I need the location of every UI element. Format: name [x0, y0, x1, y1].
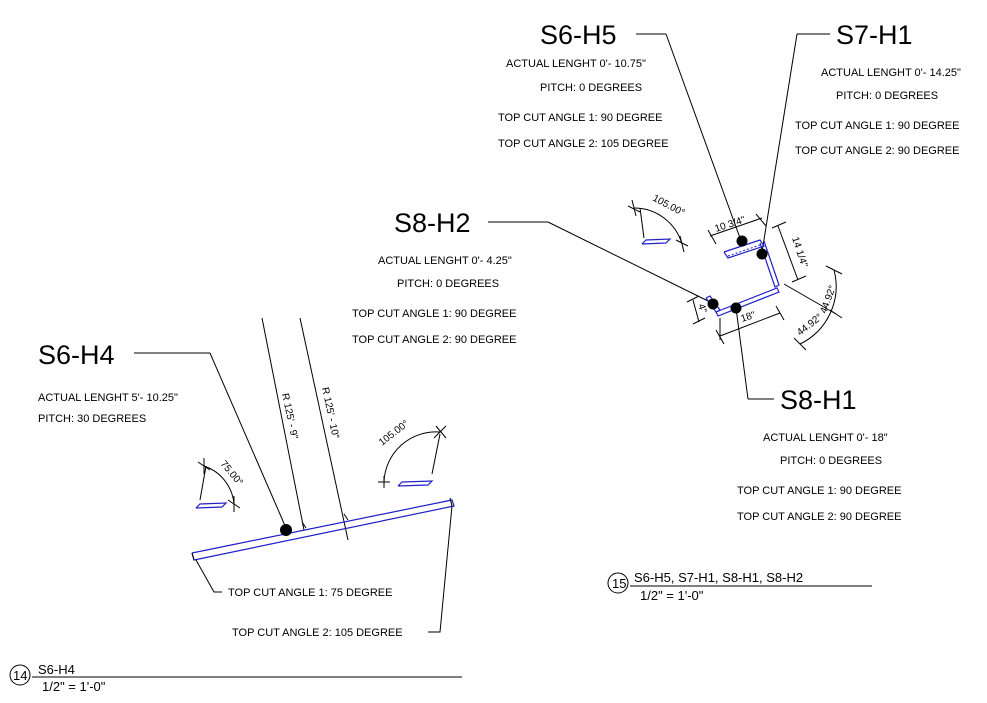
leader-s6-h5-diag	[665, 33, 741, 239]
leader-s8-h1-diag	[735, 307, 749, 400]
detail-15-number: 15	[612, 576, 626, 591]
note-s6-h4-cut1: TOP CUT ANGLE 1: 75 DEGREE	[228, 587, 392, 599]
radius-line-1	[261, 317, 305, 531]
tag-s6-h4: S6-H4	[38, 340, 115, 370]
angle-mark-105-bottom: 105.00°	[377, 418, 447, 488]
note-s6-h5-length: ACTUAL LENGHT 0'- 10.75"	[506, 58, 646, 70]
note-s6-h4-length: ACTUAL LENGHT 5'- 10.25"	[38, 392, 178, 404]
note-s8-h2-cut1: TOP CUT ANGLE 1: 90 DEGREE	[352, 308, 516, 320]
leader-s7-h1-diag	[761, 33, 798, 253]
detail-14-number: 14	[13, 668, 27, 683]
dim-angle-75: 75.00°	[218, 459, 245, 488]
note-s7-h1-cut1: TOP CUT ANGLE 1: 90 DEGREE	[795, 120, 959, 132]
dim-radius-2: R 125' - 10"	[319, 386, 341, 440]
member-s7-h1	[759, 240, 780, 288]
node-s8-h2	[707, 298, 719, 310]
detail-15-scale: 1/2" = 1'-0"	[640, 588, 704, 603]
note-s7-h1-length: ACTUAL LENGHT 0'- 14.25"	[821, 67, 961, 79]
tag-s8-h1: S8-H1	[780, 385, 857, 415]
node-s6-h4	[280, 524, 292, 536]
detail-15-title: S6-H5, S7-H1, S8-H1, S8-H2	[634, 570, 803, 585]
detail-14-bubble	[9, 664, 31, 686]
note-s8-h2-pitch: PITCH: 0 DEGREES	[397, 278, 499, 290]
leader-cut-1	[195, 559, 222, 593]
dim-angle-105-bottom: 105.00°	[377, 418, 411, 448]
radius-line-2	[299, 317, 349, 541]
leader-s6-h4-diag	[209, 352, 287, 529]
tag-s6-h5: S6-H5	[540, 20, 617, 50]
note-s8-h2-length: ACTUAL LENGHT 0'- 4.25"	[378, 255, 512, 267]
dim-radius-1: R 125' - 9"	[279, 392, 300, 440]
leader-s8-h2-diag	[547, 221, 711, 303]
angle-mark-75: 75.00°	[195, 458, 245, 512]
note-s6-h4-pitch: PITCH: 30 DEGREES	[38, 413, 146, 425]
dim-len-4: 4"	[695, 303, 708, 315]
note-s8-h1-cut1: TOP CUT ANGLE 1: 90 DEGREE	[737, 485, 901, 497]
dim-angle-44-92-b: 44.92°	[818, 284, 838, 315]
note-s6-h5-pitch: PITCH: 0 DEGREES	[540, 82, 642, 94]
note-s7-h1-cut2: TOP CUT ANGLE 2: 90 DEGREE	[795, 145, 959, 157]
detail-14-scale: 1/2" = 1'-0"	[42, 679, 106, 694]
title-block-14: 14 S6-H4 1/2" = 1'-0"	[9, 662, 462, 694]
leader-cut-2	[428, 505, 453, 633]
member-s8-h1	[715, 287, 780, 317]
dim-angle-44-92-a: 44.92°	[795, 312, 825, 339]
detail-14-title: S6-H4	[38, 662, 75, 677]
note-s8-h2-cut2: TOP CUT ANGLE 2: 90 DEGREE	[352, 334, 516, 346]
note-s6-h5-cut2: TOP CUT ANGLE 2: 105 DEGREE	[498, 138, 669, 150]
note-s6-h5-cut1: TOP CUT ANGLE 1: 90 DEGREE	[498, 112, 662, 124]
note-s8-h1-length: ACTUAL LENGHT 0'- 18"	[763, 432, 888, 444]
angle-mark-105-top: 105.00°	[627, 193, 689, 253]
member-s6-h5	[723, 239, 765, 259]
note-s7-h1-pitch: PITCH: 0 DEGREES	[836, 90, 938, 102]
detail-14: S6-H4 ACTUAL LENGHT 5'- 10.25" PITCH: 30…	[9, 317, 462, 694]
node-s6-h5	[736, 235, 748, 247]
member-s6-h5-hidden	[727, 244, 761, 257]
detail-15-bubble	[607, 572, 629, 594]
member-s6-h4	[191, 497, 455, 561]
dim-len-10-3-4: 10 3/4"	[714, 215, 748, 235]
detail-15: S6-H5 ACTUAL LENGHT 0'- 10.75" PITCH: 0 …	[352, 20, 961, 603]
note-s8-h1-pitch: PITCH: 0 DEGREES	[780, 455, 882, 467]
node-s7-h1	[756, 248, 768, 260]
tag-s7-h1: S7-H1	[836, 20, 913, 50]
tag-s8-h2: S8-H2	[394, 208, 471, 238]
dim-len-18: 18"	[740, 310, 758, 325]
dim-angle-105-top: 105.00°	[651, 193, 687, 219]
note-s8-h1-cut2: TOP CUT ANGLE 2: 90 DEGREE	[737, 511, 901, 523]
note-s6-h4-cut2: TOP CUT ANGLE 2: 105 DEGREE	[232, 627, 403, 639]
node-s8-h1	[730, 302, 742, 314]
title-block-15: 15 S6-H5, S7-H1, S8-H1, S8-H2 1/2" = 1'-…	[607, 570, 872, 603]
